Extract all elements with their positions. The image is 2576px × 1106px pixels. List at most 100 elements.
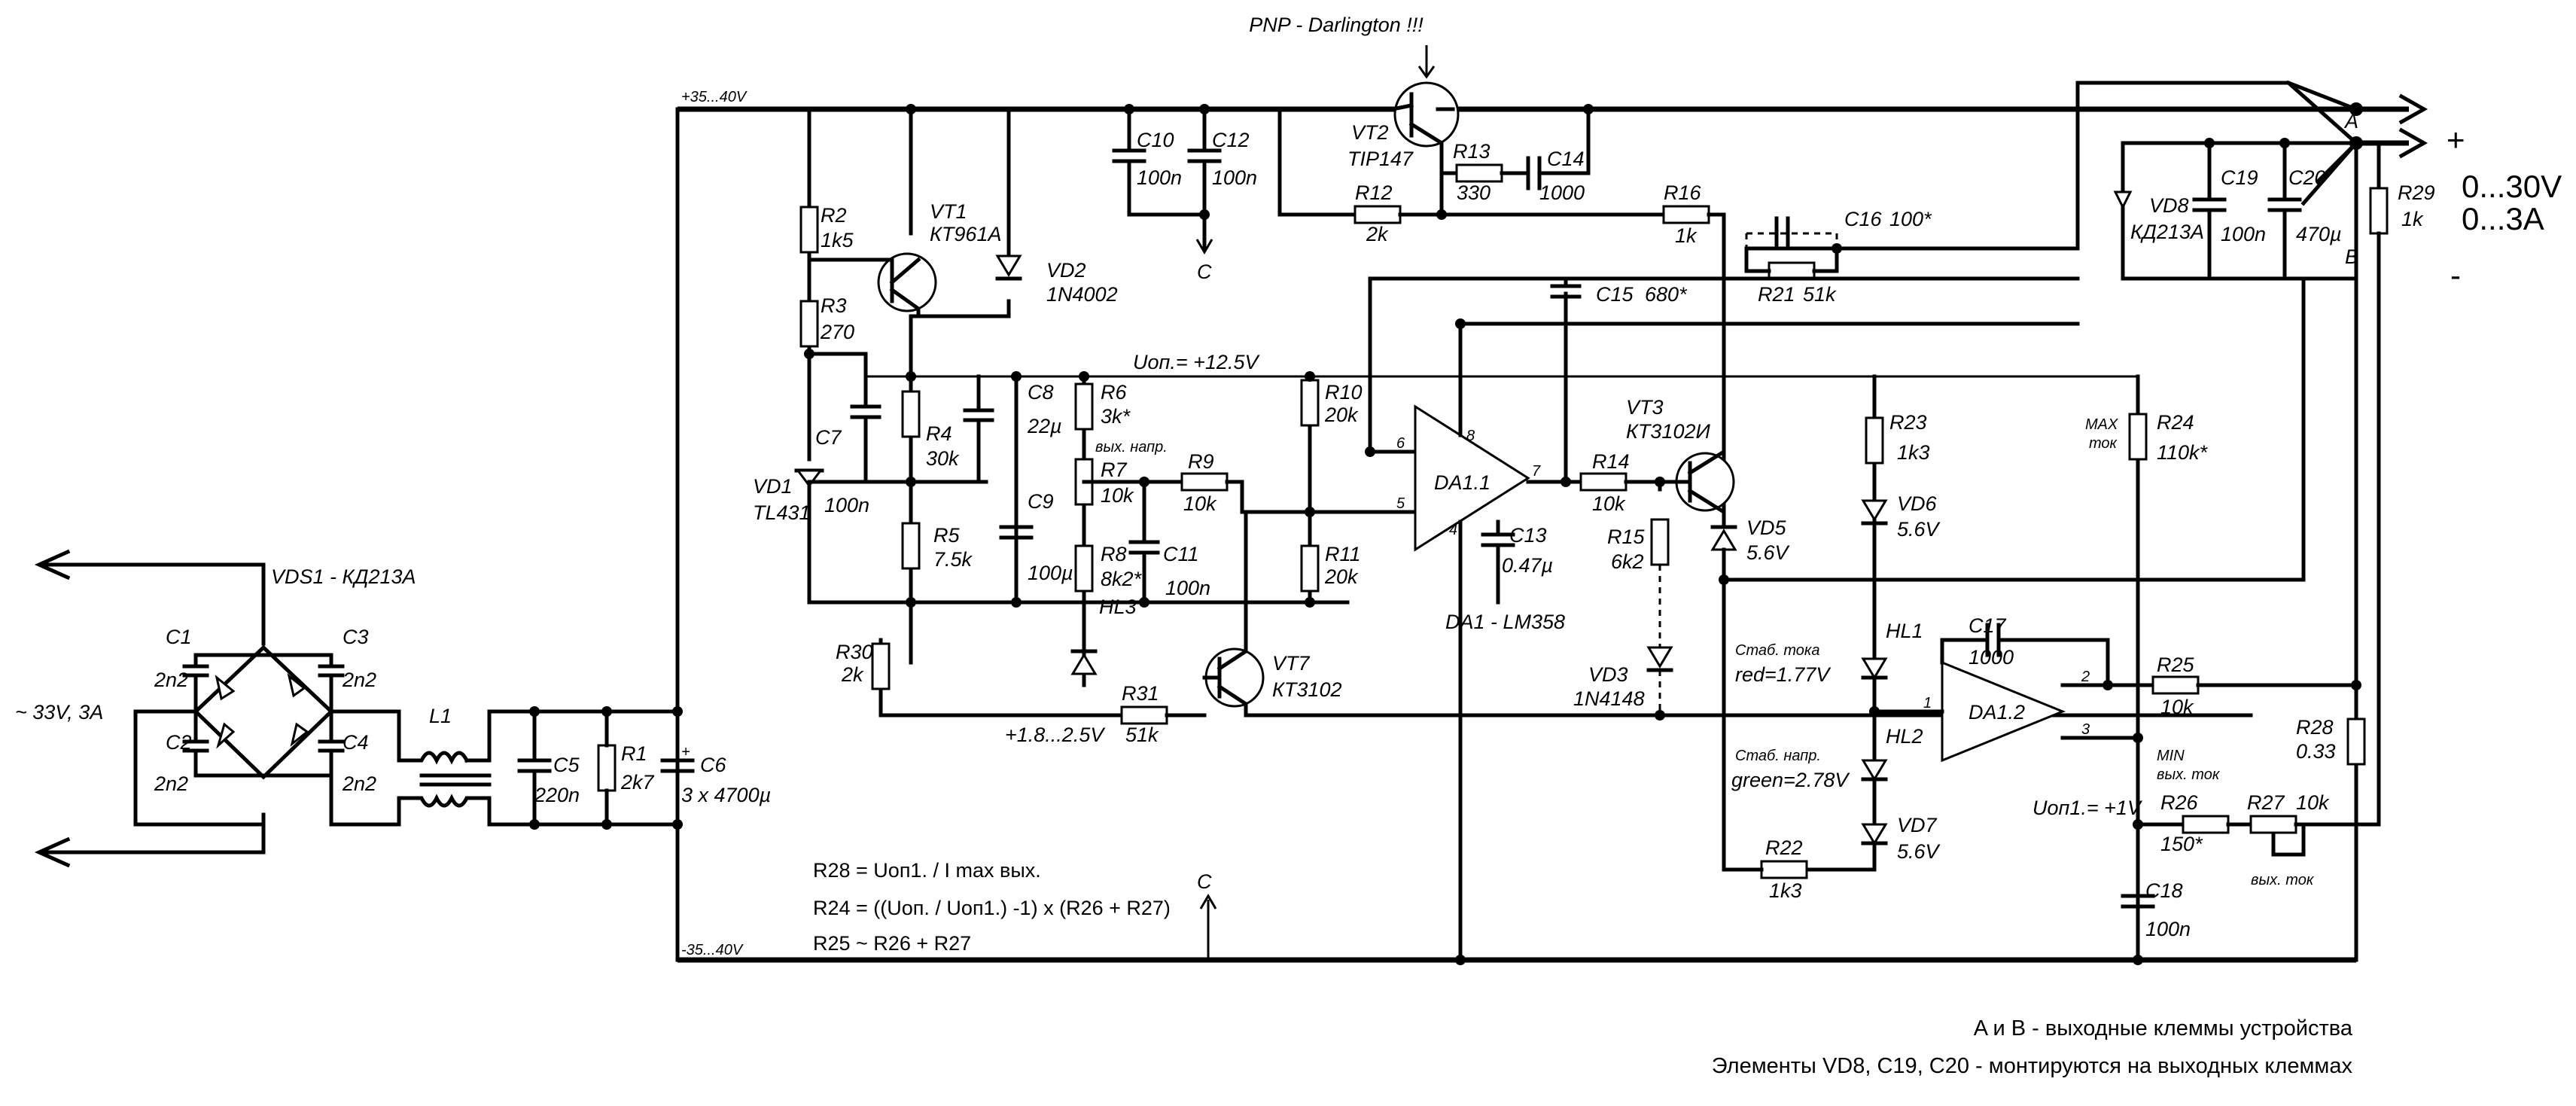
component-ref-vd8: VD8	[2149, 194, 2189, 217]
vt2-area	[1277, 81, 2359, 529]
component-val-r9: 10k	[1183, 492, 1217, 515]
component-val-r14: 10k	[1592, 492, 1626, 515]
indicator-area	[1722, 374, 1888, 879]
component-val-r3: 270	[820, 321, 854, 343]
component-ref-c4: C4	[343, 731, 369, 754]
component-ref-c19: C19	[2221, 166, 2258, 189]
component-ref-hl3: HL3	[1099, 596, 1137, 618]
component-val-r15: 6k2	[1611, 550, 1644, 573]
component-ref-r27: R27	[2247, 791, 2285, 814]
opamp-da12-label: DA1.2	[1969, 701, 2025, 724]
component-val-r29: 1k	[2401, 208, 2424, 230]
component-ref-r29: R29	[2398, 181, 2435, 204]
stab-volt-label: Стаб. напр.	[1735, 748, 1821, 764]
component-ref-r15: R15	[1607, 526, 1646, 548]
out-volt-label: вых. напр.	[1095, 439, 1168, 456]
bridge-label: VDS1 - КД213А	[271, 565, 416, 588]
component-val-vd1: TL431	[753, 501, 811, 524]
top-note: PNP - Darlington !!!	[1249, 14, 1423, 36]
component-val-r8: 8k2*	[1101, 568, 1143, 590]
component-ref-r21: R21	[1758, 283, 1795, 306]
component-val-r24: 110k*	[2157, 441, 2209, 464]
reference-divider	[999, 374, 1395, 687]
component-val-r16: 1k	[1675, 224, 1698, 247]
component-val-vd2: 1N4002	[1046, 283, 1118, 306]
pin-5: 5	[1396, 495, 1405, 512]
component-ref-vt3: VT3	[1626, 396, 1664, 419]
component-ref-r25: R25	[2157, 654, 2195, 676]
terminal-a-label: A	[2343, 110, 2358, 133]
input-section: +	[34, 549, 695, 868]
component-val-r1: 2k7	[620, 771, 655, 794]
component-ref-hl1: HL1	[1886, 620, 1923, 642]
component-val-c15: 680*	[1645, 283, 1688, 306]
component-ref-r1: R1	[621, 742, 647, 765]
uop-label: Uоп.= +12.5V	[1133, 351, 1260, 373]
filter-components: +	[517, 709, 695, 827]
component-val-c4: 2n2	[342, 772, 376, 795]
formula-r25: R25 ~ R26 + R27	[813, 932, 971, 955]
component-ref-vd3: VD3	[1588, 663, 1628, 686]
component-ref-r8: R8	[1101, 543, 1127, 565]
component-ref-r23: R23	[1889, 411, 1927, 434]
component-ref-c13: C13	[1509, 524, 1547, 547]
pin-8: 8	[1466, 428, 1475, 444]
decoupling-caps	[1112, 107, 1222, 254]
junction-dots	[529, 102, 2363, 965]
bridge-capacitors	[182, 653, 345, 778]
component-ref-c11: C11	[1163, 543, 1199, 565]
component-val-vd7: 5.6V	[1897, 840, 1941, 863]
component-ref-c7: C7	[815, 426, 842, 449]
component-ref-c6: C6	[700, 754, 726, 776]
pin-7: 7	[1532, 463, 1541, 480]
component-ref-r11: R11	[1325, 543, 1361, 565]
c-label-bottom: C	[1197, 870, 1212, 893]
component-val-r30: 2k	[841, 663, 864, 686]
component-ref-c12: C12	[1212, 129, 1250, 151]
component-ref-c20: C20	[2288, 166, 2326, 189]
component-ref-r10: R10	[1325, 381, 1363, 404]
component-ref-vt7: VT7	[1272, 652, 1311, 675]
pin-3: 3	[2081, 721, 2090, 738]
footnote-mounting: Элементы VD8, C19, C20 - монтируются на …	[1712, 1054, 2353, 1078]
max-current-label2: ток	[2089, 435, 2118, 452]
component-val-r21: 51k	[1803, 283, 1837, 306]
formula-r28: R28 = Uоп1. / I max вых.	[813, 859, 1041, 882]
component-ref-c18: C18	[2145, 879, 2183, 902]
component-ref-l1: L1	[429, 705, 452, 727]
component-val-r23: 1k3	[1897, 441, 1930, 464]
component-val-c12: 100n	[1212, 166, 1257, 189]
component-val-vt7: КТ3102	[1272, 678, 1341, 701]
pin-1: 1	[1923, 695, 1932, 711]
component-val-r5: 7.5k	[933, 548, 973, 571]
component-val-c20: 470µ	[2296, 223, 2342, 245]
component-val-vd8: КД213А	[2130, 221, 2204, 243]
component-ref-r31: R31	[1122, 682, 1159, 705]
ac-input-label: ~ 33V, 3A	[15, 701, 103, 724]
component-val-c10: 100n	[1137, 166, 1182, 189]
component-ref-c5: C5	[553, 754, 580, 776]
component-val-c1: 2n2	[154, 669, 188, 691]
component-ref-r16: R16	[1664, 181, 1702, 204]
formula-r24: R24 = ((Uоп. / Uоп1.) -1) x (R26 + R27)	[813, 897, 1171, 919]
component-val-vt2: TIP147	[1347, 148, 1414, 170]
component-val-c3: 2n2	[342, 669, 376, 691]
component-val-c5: 220n	[534, 784, 580, 806]
component-ref-c14: C14	[1547, 148, 1585, 170]
component-val-vt3: КТ3102И	[1626, 420, 1710, 443]
output-voltage: 0...30V	[2462, 169, 2562, 204]
component-ref-r4: R4	[926, 422, 952, 445]
component-ref-vd6: VD6	[1897, 492, 1938, 515]
opamp-da11-label: DA1.1	[1434, 471, 1490, 494]
svg-text:+: +	[681, 744, 690, 760]
component-val-r6: 3k*	[1101, 405, 1131, 428]
component-val-r4: 30k	[926, 447, 960, 470]
component-ref-c16: C16	[1844, 208, 1883, 230]
component-val-c11: 100n	[1165, 577, 1210, 599]
component-val-c2: 2n2	[154, 772, 188, 795]
component-val-c17: 1000	[1969, 646, 2014, 669]
component-ref-r22: R22	[1765, 836, 1803, 859]
component-ref-vd7: VD7	[1897, 814, 1938, 836]
pin-2: 2	[2081, 669, 2090, 685]
